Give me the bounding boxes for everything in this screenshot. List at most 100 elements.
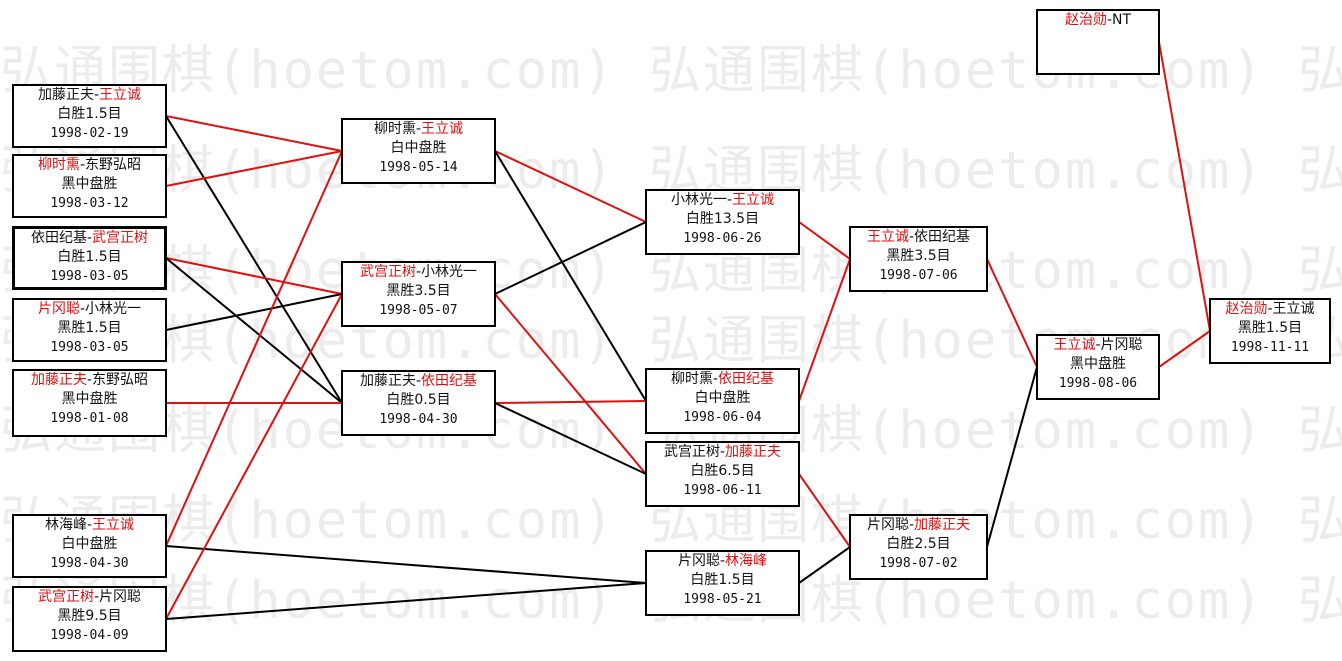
match-result: 白胜13.5目 (685, 211, 760, 227)
match-box[interactable]: 武宫正树-小林光一 黑胜3.5目 1998-05-07 (341, 261, 496, 327)
match-box[interactable]: 片冈聪-加藤正夫 白胜2.5目 1998-07-02 (849, 514, 988, 580)
loser-connector (986, 366, 1038, 548)
winner-connector (165, 293, 343, 620)
player-a: 林海峰 (44, 517, 87, 533)
match-box[interactable]: 片冈聪-小林光一 黑胜1.5目 1998-03-05 (12, 298, 167, 362)
player-b: 加藤正夫 (914, 517, 971, 533)
player-a: 加藤正夫 (359, 373, 416, 389)
winner-connector (494, 150, 647, 223)
winner-connector (494, 400, 647, 404)
winner-connector (798, 221, 851, 260)
player-b: NT (1112, 12, 1132, 28)
player-b: 王立诚 (1272, 301, 1315, 317)
match-date: 1998-03-05 (50, 269, 129, 284)
match-date: 1998-08-06 (1058, 376, 1138, 391)
match-date: 1998-04-09 (50, 628, 129, 643)
match-date: 1998-03-12 (50, 196, 129, 211)
match-result: 白胜1.5目 (690, 572, 755, 588)
match-date: 1998-05-21 (683, 592, 762, 607)
player-b: 王立诚 (421, 121, 464, 137)
player-b: 东野弘昭 (85, 157, 142, 173)
player-a: 赵治勋 (1064, 12, 1107, 28)
match-result: 黑胜9.5目 (57, 608, 122, 624)
match-box[interactable]: 加藤正夫-依田纪基 白胜0.5目 1998-04-30 (341, 370, 496, 436)
match-box[interactable]: 王立诚-片冈聪 黑中盘胜 1998-08-06 (1036, 334, 1160, 400)
match-box[interactable]: 小林光一-王立诚 白胜13.5目 1998-06-26 (645, 189, 800, 255)
match-box[interactable]: 武宫正树-加藤正夫 白胜6.5目 1998-06-11 (645, 441, 800, 507)
player-b: 林海峰 (725, 553, 768, 569)
match-box[interactable]: 柳时熏-依田纪基 白中盘胜 1998-06-04 (645, 368, 800, 434)
winner-connector (494, 293, 647, 475)
match-date: 1998-07-06 (879, 268, 958, 283)
player-a: 片冈聪 (677, 553, 720, 569)
player-b: 小林光一 (421, 264, 478, 280)
match-result: 白胜1.5目 (57, 249, 122, 265)
winner-connector (798, 473, 851, 548)
player-a: 加藤正夫 (30, 372, 87, 388)
player-a: 武宫正树 (663, 444, 720, 460)
match-box[interactable]: 柳时熏-王立诚 白中盘胜 1998-05-14 (341, 118, 496, 184)
match-result: 黑中盘胜 (61, 391, 118, 407)
player-b: 小林光一 (85, 301, 142, 317)
player-b: 依田纪基 (718, 371, 775, 387)
player-a: 依田纪基 (30, 230, 87, 246)
player-b: 片冈聪 (99, 589, 142, 605)
player-b: 依田纪基 (914, 229, 971, 245)
player-b: 加藤正夫 (725, 444, 782, 460)
match-box[interactable]: 林海峰-王立诚 白中盘胜 1998-04-30 (12, 514, 167, 578)
player-a: 赵治勋 (1225, 301, 1268, 317)
player-a: 加藤正夫 (37, 87, 94, 103)
match-box[interactable]: 加藤正夫-东野弘昭 黑中盘胜 1998-01-08 (12, 369, 167, 437)
winner-connector (165, 115, 343, 152)
player-a: 片冈聪 (37, 301, 80, 317)
match-result: 黑胜3.5目 (386, 283, 451, 299)
match-result: 白胜2.5目 (886, 536, 951, 552)
match-box[interactable]: 加藤正夫-王立诚 白胜1.5目 1998-02-19 (12, 84, 167, 148)
loser-connector (798, 546, 851, 584)
match-box[interactable]: 柳时熏-东野弘昭 黑中盘胜 1998-03-12 (12, 154, 167, 218)
winner-connector (1158, 41, 1211, 332)
player-b: 王立诚 (92, 517, 135, 533)
winner-connector (986, 258, 1038, 368)
match-result: 白中盘胜 (61, 536, 118, 552)
match-result: 白胜0.5目 (386, 392, 451, 408)
match-result: 黑中盘胜 (61, 176, 118, 192)
match-box[interactable]: 片冈聪-林海峰 白胜1.5目 1998-05-21 (645, 550, 800, 616)
player-a: 柳时熏 (670, 371, 713, 387)
loser-connector (165, 582, 647, 620)
player-b: 片冈聪 (1100, 337, 1143, 353)
match-date: 1998-01-08 (50, 411, 129, 426)
loser-connector (494, 221, 647, 295)
player-b: 东野弘昭 (92, 372, 149, 388)
match-date: 1998-06-04 (683, 410, 762, 425)
loser-connector (165, 115, 343, 404)
match-date: 1998-05-14 (379, 160, 458, 175)
match-date: 1998-06-11 (683, 483, 762, 498)
player-a: 王立诚 (866, 229, 909, 245)
loser-connector (165, 293, 343, 331)
match-box[interactable]: 王立诚-依田纪基 黑胜3.5目 1998-07-06 (849, 226, 988, 292)
match-result: 黑胜3.5目 (886, 248, 951, 264)
match-date: 1998-06-26 (683, 231, 762, 246)
match-box[interactable]: 武宫正树-片冈聪 黑胜9.5目 1998-04-09 (12, 586, 167, 652)
match-box[interactable]: 赵治勋-王立诚 黑胜1.5目 1998-11-11 (1209, 298, 1331, 364)
loser-connector (494, 150, 647, 402)
player-a: 武宫正树 (359, 264, 416, 280)
match-result: 白胜1.5目 (57, 106, 122, 122)
match-date: 1998-04-30 (50, 556, 129, 571)
winner-connector (165, 150, 343, 187)
match-box[interactable]: 依田纪基-武宫正树 白胜1.5目 1998-03-05 (12, 226, 167, 290)
player-b: 王立诚 (732, 192, 775, 208)
winner-connector (165, 257, 343, 295)
player-a: 武宫正树 (37, 589, 94, 605)
match-result: 黑胜1.5目 (1237, 320, 1303, 336)
player-a: 柳时熏 (373, 121, 416, 137)
player-a: 柳时熏 (37, 157, 80, 173)
match-result: 白中盘胜 (390, 140, 447, 156)
player-a: 王立诚 (1053, 337, 1096, 353)
match-box[interactable]: 赵治勋-NT (1036, 9, 1160, 75)
match-result: 白胜6.5目 (690, 463, 755, 479)
loser-connector (165, 545, 647, 584)
player-a: 小林光一 (670, 192, 727, 208)
